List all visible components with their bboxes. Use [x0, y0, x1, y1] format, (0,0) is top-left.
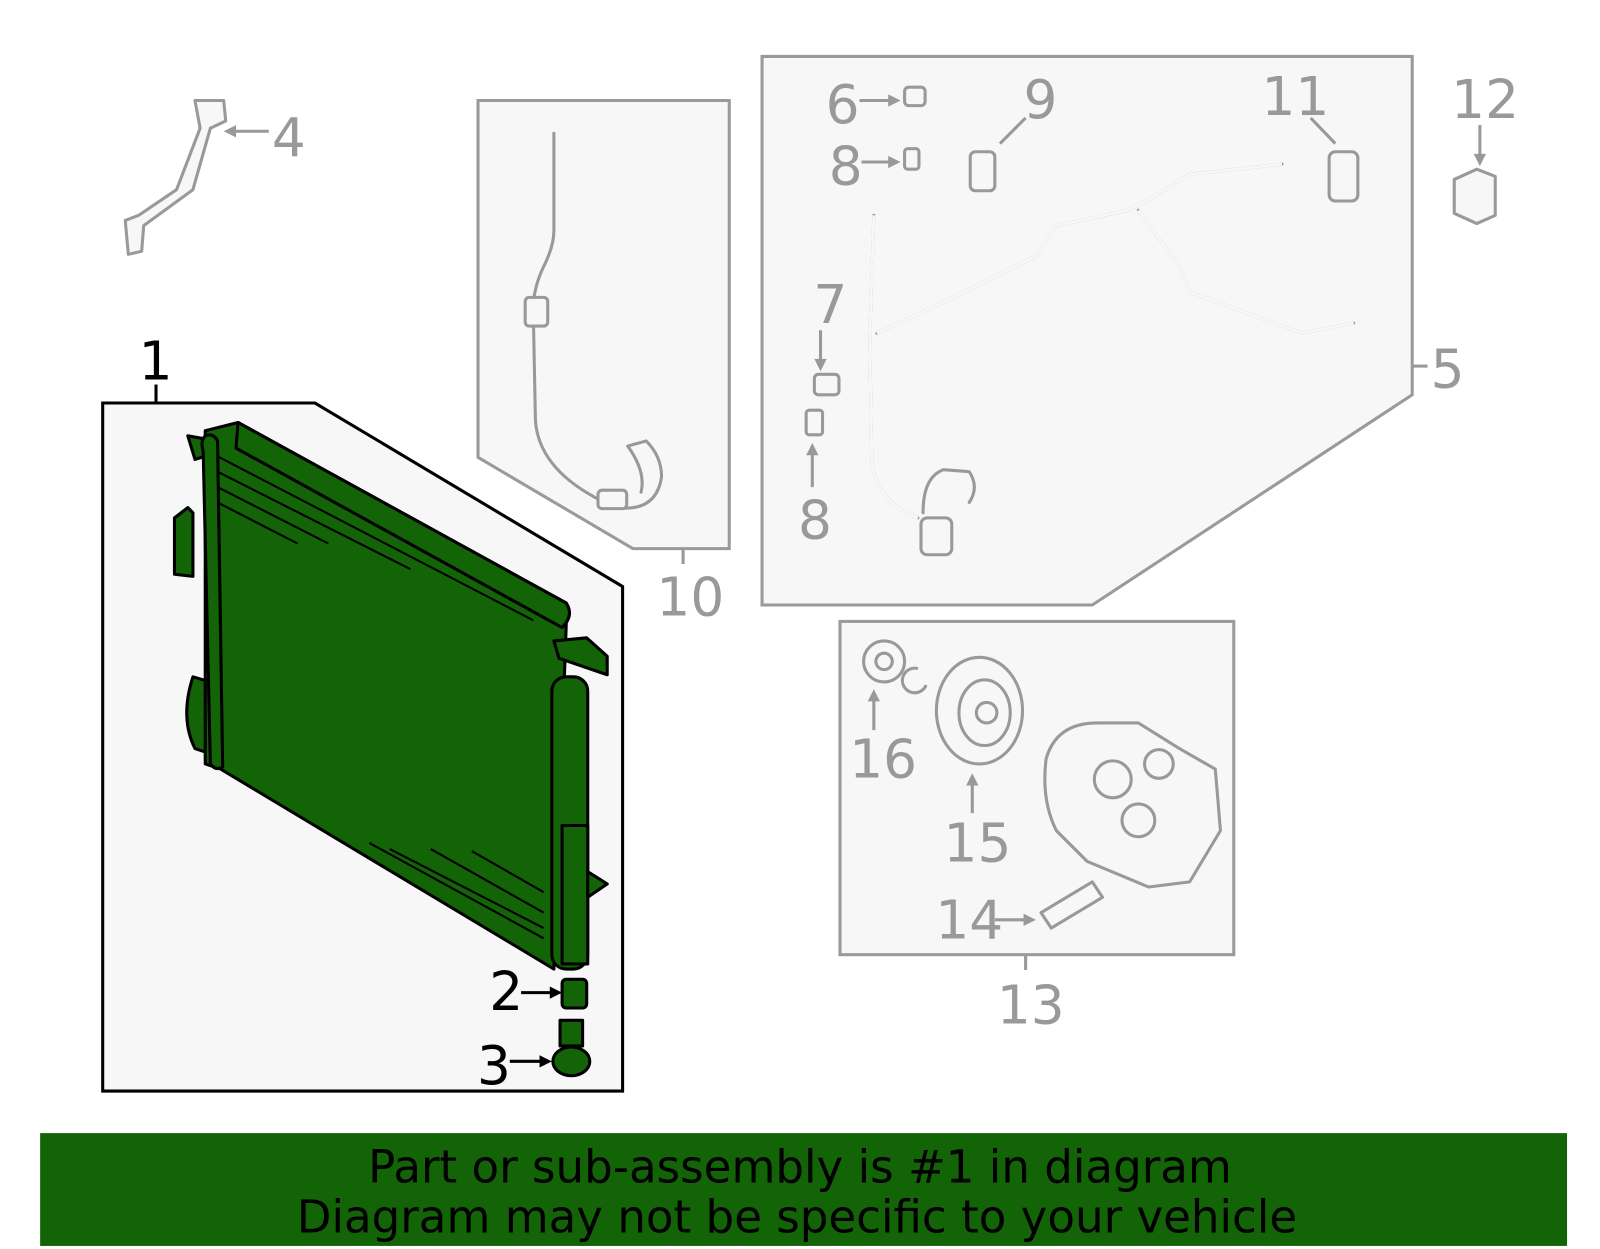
callout-12: 12	[1451, 69, 1519, 131]
banner-line-1: Part or sub-assembly is #1 in diagram	[368, 1140, 1232, 1193]
callout-4: 4	[272, 107, 306, 169]
condenser-part[interactable]	[172, 420, 609, 1078]
callout-8a: 8	[829, 136, 863, 198]
callout-11: 11	[1261, 66, 1329, 128]
callout-5: 5	[1431, 339, 1465, 401]
callout-9: 9	[1024, 69, 1058, 131]
hose-assembly-part-5[interactable]	[868, 162, 1356, 557]
callout-7: 7	[813, 274, 847, 336]
callout-6: 6	[826, 74, 860, 136]
callout-15: 15	[944, 812, 1012, 874]
callout-10: 10	[656, 566, 724, 628]
callout-1: 1	[139, 330, 173, 392]
callout-3: 3	[477, 1035, 511, 1097]
compressor-part[interactable]	[1043, 721, 1222, 889]
callout-8b: 8	[798, 489, 832, 551]
info-banner	[40, 1133, 1568, 1246]
callout-2: 2	[489, 961, 523, 1023]
callout-16: 16	[849, 728, 917, 790]
callout-13: 13	[997, 974, 1065, 1036]
callout-14: 14	[935, 889, 1003, 951]
group-box-5	[760, 54, 1414, 607]
banner-line-2: Diagram may not be specific to your vehi…	[297, 1191, 1297, 1244]
bracket-part-4[interactable]	[123, 98, 228, 256]
